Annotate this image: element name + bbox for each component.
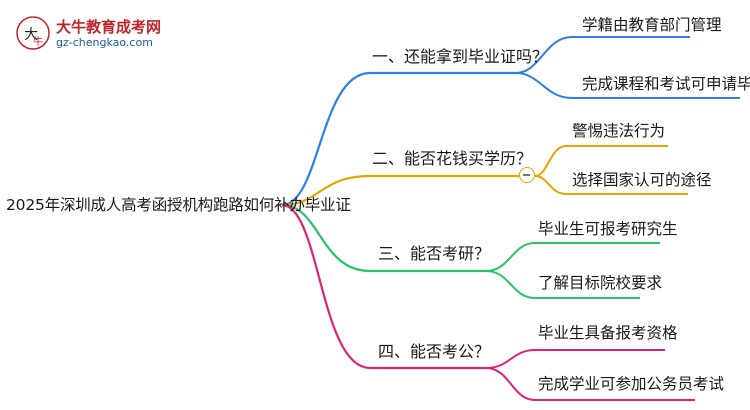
site-logo[interactable]: 大牛教育成考网 gz-chengkao.com <box>10 14 180 52</box>
logo-icon: 大 牛 <box>16 16 50 50</box>
branch-4-leaf-2-connector <box>485 367 695 401</box>
svg-text:大: 大 <box>24 27 38 43</box>
branch-3-leaf-2: 了解目标院校要求 <box>538 274 663 292</box>
branch-2-leaf-2: 选择国家认可的途径 <box>572 171 712 189</box>
branch-3-connector <box>281 203 486 273</box>
branch-2-leaf-1-connector <box>534 145 668 177</box>
branch-2-connector <box>281 174 519 207</box>
branch-1-leaf-1: 学籍由教育部门管理 <box>582 16 722 34</box>
logo-url: gz-chengkao.com <box>56 36 153 49</box>
branch-1-leaf-2-connector <box>515 72 740 99</box>
branch-1-connector <box>281 71 516 207</box>
collapse-toggle-button[interactable] <box>519 167 535 183</box>
branch-2-leaf-2-connector <box>534 175 688 195</box>
branch-1-label: 一、还能拿到毕业证吗？ <box>372 47 549 66</box>
root-node-label: 2025年深圳成人高考函授机构跑路如何补办毕业证 <box>6 196 351 214</box>
branch-2-leaf-1: 警惕违法行为 <box>572 122 666 140</box>
branch-2-label: 二、能否花钱买学历？ <box>372 149 533 168</box>
logo-title: 大牛教育成考网 <box>56 18 162 36</box>
branch-1-leaf-2: 完成课程和考试可申请毕业证 <box>582 75 750 93</box>
branch-4-connector <box>281 203 486 370</box>
svg-text:牛: 牛 <box>33 35 43 48</box>
branch-1-leaf-1-connector <box>515 36 690 74</box>
branch-4-label: 四、能否考公？ <box>378 342 491 361</box>
branch-3-label: 三、能否考研？ <box>378 244 491 263</box>
branch-3-leaf-1: 毕业生可报考研究生 <box>538 220 678 238</box>
branch-3-leaf-2-connector <box>485 270 640 299</box>
branch-3-leaf-1-connector <box>485 242 660 272</box>
branch-4-leaf-1: 毕业生具备报考资格 <box>538 324 678 342</box>
branch-4-leaf-2: 完成学业可参加公务员考试 <box>538 375 725 393</box>
branch-4-leaf-1-connector <box>485 349 665 369</box>
